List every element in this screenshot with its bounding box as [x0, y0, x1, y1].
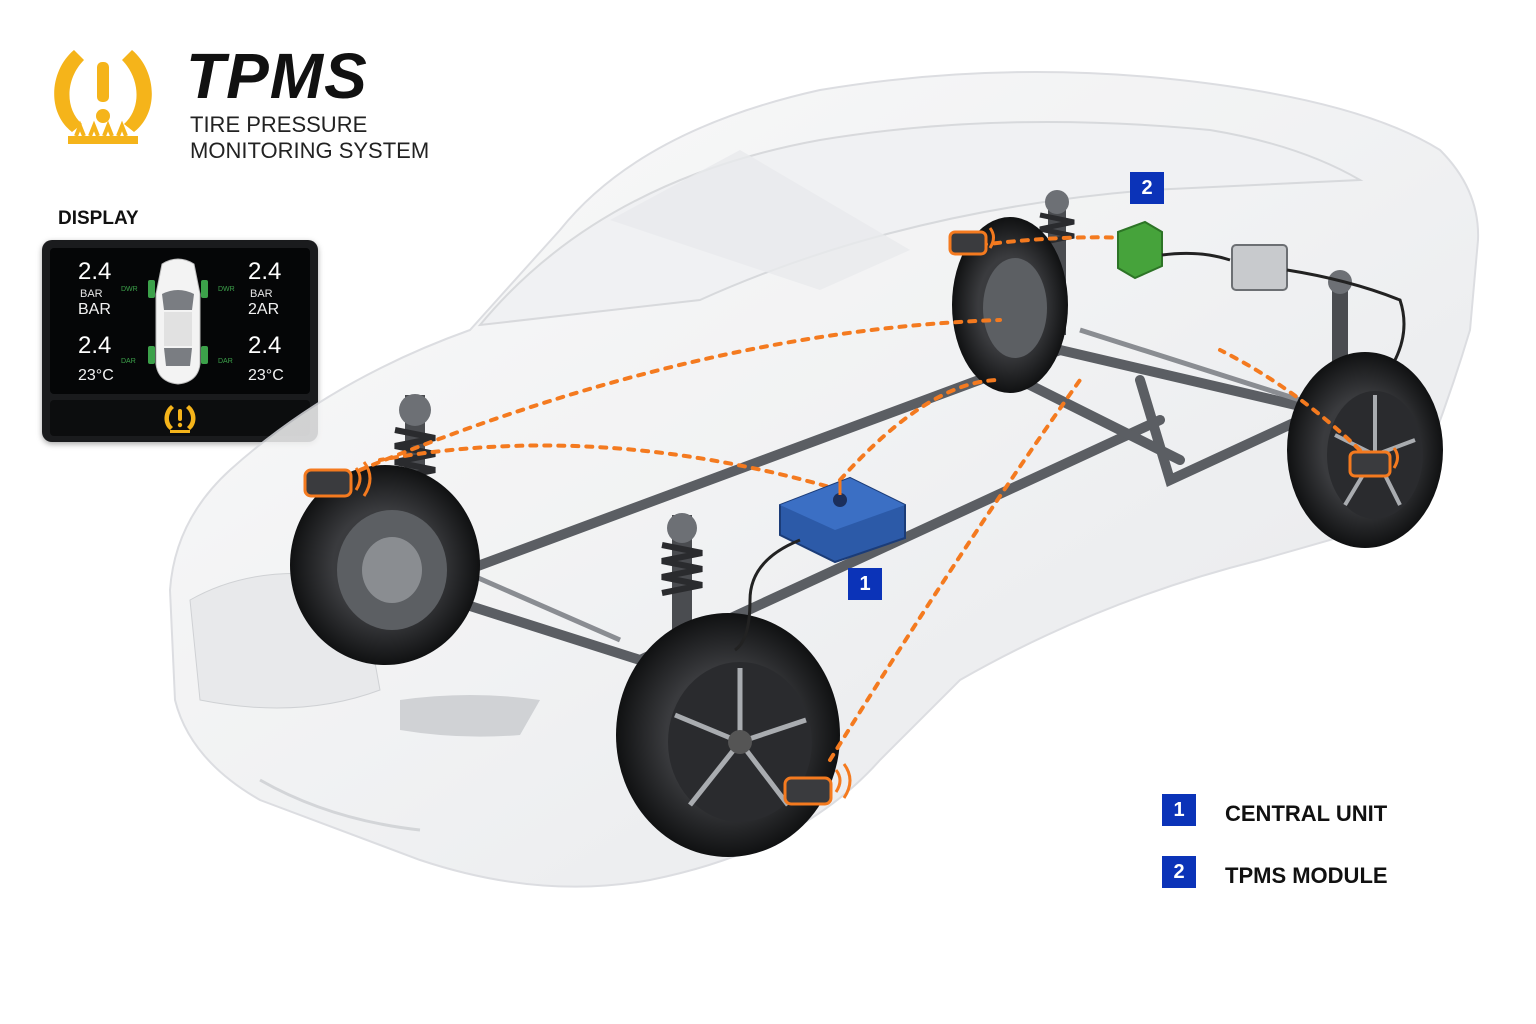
tick-label: DAR — [218, 358, 233, 365]
tire-sensor-front-right — [783, 763, 852, 806]
rear-right-value: 2.4 — [248, 332, 282, 359]
front-right-value: 2.4 — [248, 258, 282, 285]
tire-sensor-rear-left — [948, 227, 995, 256]
rear-left-value: 2.4 — [78, 332, 112, 359]
tpms-module-callout: 2 — [1130, 172, 1164, 204]
rear-control-unit — [1231, 244, 1406, 361]
rear-left-wheel — [952, 217, 1068, 393]
front-left-unit: BAR — [80, 288, 103, 300]
signal-central-to-front-left — [378, 443, 842, 492]
car-top-view-icon — [148, 258, 208, 385]
page-subtitle: TIRE PRESSURE MONITORING SYSTEM — [190, 112, 490, 164]
front-right-wheel — [616, 613, 840, 857]
rear-right-wheel — [1287, 352, 1443, 548]
signal-front-left-to-rear — [358, 318, 1002, 472]
front-left-secondary: BAR — [78, 301, 111, 318]
front-right-strut — [661, 513, 703, 645]
legend-label-central-unit: CENTRAL UNIT — [1225, 801, 1388, 826]
tire-sensor-rear-right — [1348, 447, 1399, 478]
tpms-warning-icon — [54, 50, 152, 144]
legend-badge: 2 — [1162, 856, 1196, 888]
tpms-warning-icon — [164, 405, 196, 433]
front-left-wheel — [290, 465, 480, 665]
front-right-secondary: 2AR — [248, 301, 280, 318]
central-unit — [734, 476, 906, 652]
tire-sensor-front-left — [303, 461, 372, 498]
tick-label: DAR — [121, 358, 136, 365]
car-body — [168, 71, 1480, 888]
tick-label: DWR — [218, 286, 235, 293]
legend-badge: 1 — [1162, 794, 1196, 826]
car-illustration — [168, 71, 1480, 888]
signal-rear-left-module — [978, 235, 1132, 247]
legend-label-tpms-module: TPMS MODULE — [1225, 863, 1388, 888]
signal-central-to-rear-left — [838, 378, 1002, 482]
rear-right-secondary: 23°C — [248, 367, 284, 384]
front-right-unit: BAR — [250, 288, 273, 300]
rear-left-secondary: 23°C — [78, 367, 114, 384]
page-title: TPMS — [186, 40, 368, 112]
subtitle-line-1: TIRE PRESSURE — [190, 112, 368, 137]
signal-front-right — [828, 378, 1082, 762]
subtitle-line-2: MONITORING SYSTEM — [190, 138, 430, 163]
display-label: DISPLAY — [58, 208, 139, 229]
front-left-value: 2.4 — [78, 258, 112, 285]
tpms-module — [1117, 220, 1231, 280]
tick-label: DWR — [121, 286, 138, 293]
central-unit-callout: 1 — [848, 568, 882, 600]
